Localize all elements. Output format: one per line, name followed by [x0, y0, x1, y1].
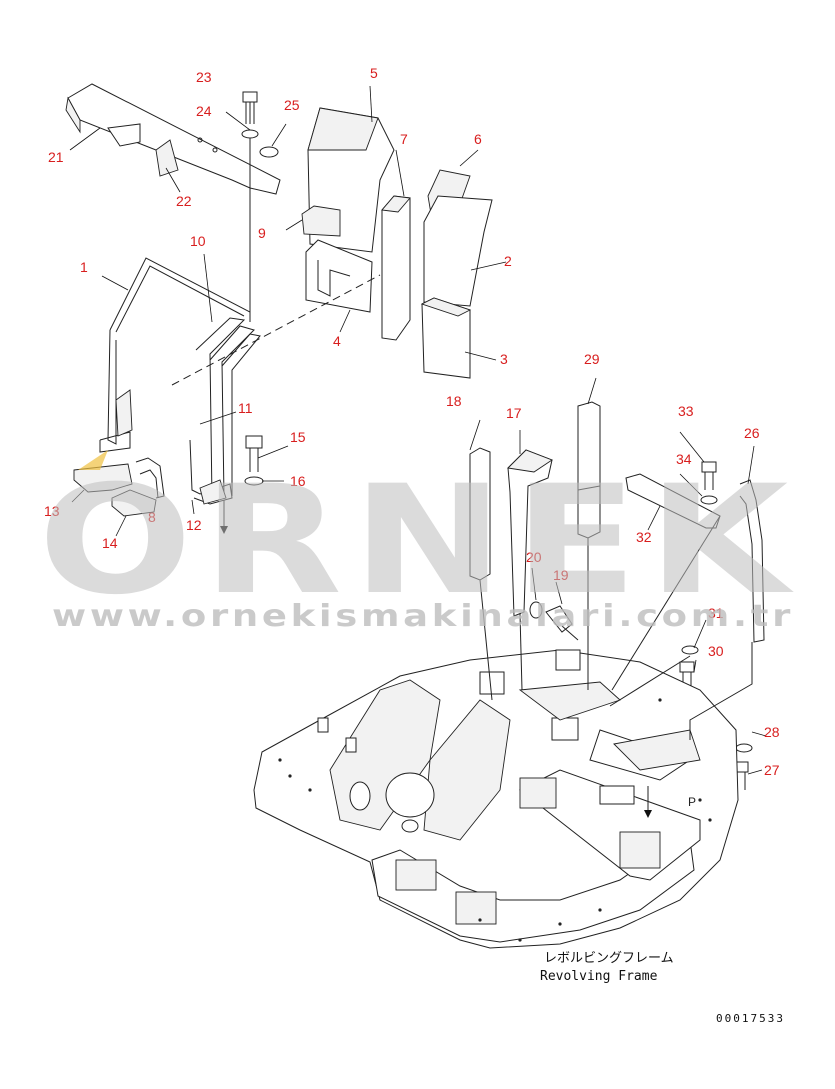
- leader-lines: [69, 85, 767, 775]
- washer-part-20: [529, 601, 543, 619]
- callout-2: 2: [504, 253, 512, 269]
- post-part-29: [577, 401, 601, 539]
- callout-13: 13: [44, 503, 60, 519]
- callout-25: 25: [284, 97, 300, 113]
- post-part-18: [469, 447, 491, 581]
- callout-6: 6: [474, 131, 482, 147]
- callout-15: 15: [290, 429, 306, 445]
- callout-27: 27: [764, 762, 780, 778]
- cover-part-9: [301, 205, 341, 237]
- watermark-logo-accent: [78, 450, 108, 470]
- callout-31: 31: [708, 605, 724, 621]
- callout-20: 20: [526, 549, 542, 565]
- revolving-frame: [253, 649, 739, 949]
- cover-part-3: [420, 297, 472, 379]
- top-bracket-part-21: [65, 83, 281, 195]
- callout-26: 26: [744, 425, 760, 441]
- bar-part-26: [739, 479, 765, 643]
- cover-part-4: [305, 239, 373, 313]
- callout-10: 10: [190, 233, 206, 249]
- caption-english: Revolving Frame: [540, 969, 658, 984]
- bolt-part-33: [701, 461, 717, 490]
- callout-29: 29: [584, 351, 600, 367]
- bar-part-10: [195, 317, 261, 501]
- callout-33: 33: [678, 403, 694, 419]
- cap-part-25: [259, 146, 279, 158]
- callout-1: 1: [80, 259, 88, 275]
- document-number: 00017533: [716, 1012, 785, 1025]
- frame-part-1: [99, 257, 251, 453]
- callout-32: 32: [636, 529, 652, 545]
- callout-24: 24: [196, 103, 212, 119]
- bar-part-12: [189, 439, 233, 505]
- callout-21: 21: [48, 149, 64, 165]
- callout-22: 22: [176, 193, 192, 209]
- callout-labels: 1 2 3 4 5 6 7 8 9 10 11 12 13 14 15 16 1…: [44, 65, 780, 778]
- callout-18: 18: [446, 393, 462, 409]
- arrow-indicator-2: [644, 810, 652, 818]
- callout-12: 12: [186, 517, 202, 533]
- washer-part-28: [735, 743, 753, 753]
- cover-part-13: [73, 463, 133, 493]
- svg-text:P: P: [688, 795, 696, 809]
- callout-30: 30: [708, 643, 724, 659]
- callout-5: 5: [370, 65, 378, 81]
- callout-34: 34: [676, 451, 692, 467]
- bolt-part-15: [245, 435, 263, 472]
- caption-japanese: レボルビングフレーム: [544, 951, 674, 966]
- bracket-part-17: [507, 449, 553, 617]
- bolt-part-19: [545, 605, 579, 641]
- watermark-brand: ORNEK: [38, 454, 798, 628]
- letter-p-label: P: [688, 795, 696, 809]
- callout-19: 19: [553, 567, 569, 583]
- callout-3: 3: [500, 351, 508, 367]
- washer-part-31: [681, 645, 699, 655]
- watermark: ORNEK www.ornekismakinalari.com.tr: [38, 450, 798, 634]
- stay-part-32: [625, 473, 721, 529]
- callout-23: 23: [196, 69, 212, 85]
- washer-part-24: [241, 129, 259, 139]
- cover-part-2: [423, 195, 493, 307]
- watermark-url: www.ornekismakinalari.com.tr: [52, 599, 794, 634]
- callout-4: 4: [333, 333, 341, 349]
- callout-14: 14: [102, 535, 118, 551]
- pad-part-14: [111, 489, 157, 517]
- bolt-part-23: [242, 91, 258, 124]
- callout-11: 11: [238, 400, 253, 416]
- washer-part-34: [700, 495, 718, 505]
- callout-9: 9: [258, 225, 266, 241]
- callout-17: 17: [506, 405, 522, 421]
- callout-7: 7: [400, 131, 408, 147]
- callout-16: 16: [290, 473, 306, 489]
- callout-8: 8: [148, 509, 156, 525]
- callout-28: 28: [764, 724, 780, 740]
- cover-part-7: [381, 195, 411, 341]
- clamp-part-8: [135, 457, 165, 499]
- arrow-indicator-1: [220, 526, 228, 534]
